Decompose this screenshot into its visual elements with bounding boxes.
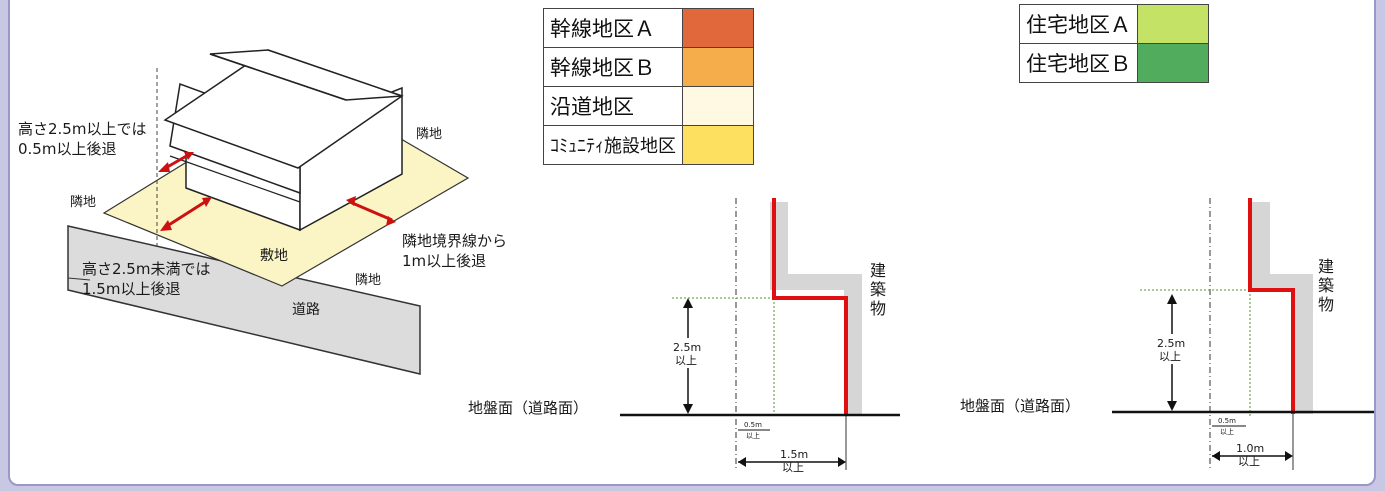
building-gray-upper [1252,202,1270,286]
legend-label: 幹線地区Ｂ [543,47,683,87]
building-gray-step [1252,274,1313,290]
ground-label: 地盤面（道路面） [960,397,1080,415]
lower-offset-value: 1.5m [780,448,808,461]
setback-illustration: 高さ2.5m以上では 0.5m以上後退 隣地 隣地 隣地境界線から 1m以上後退… [18,49,507,375]
height-suffix: 以上 [1159,350,1181,363]
ground-label: 地盤面（道路面） [468,399,588,417]
height-arrow-head-top [1167,294,1177,304]
legend-swatch [1137,4,1209,44]
legend-label: 住宅地区Ｂ [1019,43,1138,83]
lower-offset-arrow-head [1212,451,1220,461]
neighbor-label-bottom: 隣地 [355,272,381,288]
legend-swatch [1137,43,1209,83]
section-diagram-b: 地盤面（道路面） 建 築 物 2.5m 以上 0.5m 以上 1.0m 以上 [960,198,1374,470]
lower-setback-arrow [160,197,212,231]
neighbor-label-left: 隣地 [70,194,96,210]
legend-row: 住宅地区Ｂ [1019,43,1209,83]
height-suffix: 以上 [675,354,697,367]
building-label-3: 物 [1318,295,1334,314]
height-arrow-head-bottom [683,404,693,414]
leader-line [67,277,91,281]
lower-offset-suffix: 以上 [782,461,804,474]
building-label-2: 築 [1318,276,1334,295]
lower-setback-label-line2: 1.5m以上後退 [82,280,180,298]
lower-offset-arrow-head-right [1285,451,1293,461]
legend-label: 幹線地区Ａ [543,8,683,48]
section-diagram-a: 地盤面（道路面） 建 築 物 2.5m 以上 0.5m 以上 1.5m 以上 [468,198,900,474]
lower-offset-suffix: 以上 [1238,455,1260,468]
building-gray-lower [844,290,862,414]
building-label-3: 物 [870,299,886,318]
building-wall-line [772,198,848,414]
upper-setback-label-line1: 高さ2.5m以上では [18,120,146,138]
upper-offset-suffix: 以上 [1220,427,1234,436]
road-label: 道路 [292,302,320,318]
roof-ridge [209,53,347,101]
building-gray-lower [1295,290,1313,414]
building-label-2: 築 [870,280,886,299]
height-arrow-head-top [683,298,693,308]
site-label: 敷地 [260,248,288,264]
height-value: 2.5m [1157,337,1185,350]
legend-label: ｺﾐｭﾆﾃｨ施設地区 [543,125,683,165]
lower-setback-label-line1: 高さ2.5m未満では [82,260,210,278]
legend-label: 沿道地区 [543,86,683,126]
height-label-bg [668,338,708,368]
upper-setback-arrow [158,152,194,172]
height-label-bg [1152,334,1192,364]
neighbor-setback-label-line1: 隣地境界線から [402,232,507,250]
legend-label: 住宅地区Ａ [1019,4,1138,44]
lower-offset-arrow-head-right [838,457,846,467]
upper-offset-suffix: 以上 [746,431,760,440]
upper-offset-value: 0.5m [1218,417,1236,425]
neighbor-label-top-right: 隣地 [416,126,442,142]
building-label-1: 建 [870,261,886,280]
height-value: 2.5m [673,341,701,354]
legend-swatch [682,8,754,48]
lower-offset-arrow-head [738,457,746,467]
legend-row: 沿道地区 [543,86,754,126]
upper-offset-value: 0.5m [744,421,762,429]
legend-row: 幹線地区Ａ [543,8,754,48]
legend-row: 幹線地区Ｂ [543,47,754,87]
neighbor-setback-label-line2: 1m以上後退 [402,252,486,270]
legend-commercial-zones: 幹線地区Ａ 幹線地区Ｂ 沿道地区 ｺﾐｭﾆﾃｨ施設地区 [543,8,754,165]
legend-row: 住宅地区Ａ [1019,4,1209,44]
building-gray-step [770,274,862,290]
legend-row: ｺﾐｭﾆﾃｨ施設地区 [543,125,754,165]
road-area [67,225,421,375]
building-wall-line [1248,198,1295,414]
content-panel: 高さ2.5m以上では 0.5m以上後退 隣地 隣地 隣地境界線から 1m以上後退… [8,0,1376,486]
legend-swatch [682,86,754,126]
floor-band [169,155,301,203]
upper-setback-label-line2: 0.5m以上後退 [18,140,116,158]
legend-swatch [682,47,754,87]
neighbor-setback-arrow [346,196,396,226]
height-arrow-head-bottom [1167,401,1177,411]
legend-residential-zones: 住宅地区Ａ 住宅地区Ｂ [1019,4,1209,83]
legend-swatch [682,125,754,165]
lower-offset-value: 1.0m [1236,442,1264,455]
building-label-1: 建 [1318,257,1334,276]
